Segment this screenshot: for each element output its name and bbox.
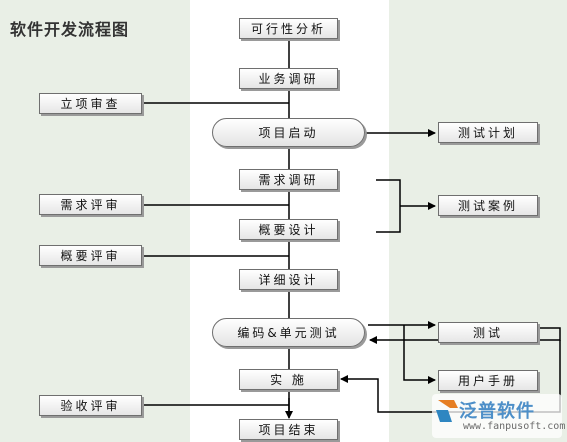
node-test-plan: 测试计划	[438, 122, 538, 143]
node-requirements-research: 需求调研	[239, 169, 338, 190]
node-project-end: 项目结束	[239, 419, 338, 440]
logo-url: www.fanpusoft.com	[463, 421, 566, 432]
diagram-title: 软件开发流程图	[10, 20, 130, 39]
node-implementation: 实 施	[239, 369, 338, 390]
node-coding-unit-test: 编码&单元测试	[212, 318, 365, 347]
logo-name: 泛普软件	[459, 401, 535, 422]
bracket-test-cases	[376, 179, 401, 233]
node-test: 测试	[438, 322, 538, 343]
node-acceptance-review: 验收评审	[39, 395, 142, 416]
arrow-to-user-manual	[403, 325, 436, 384]
node-project-start: 项目启动	[212, 118, 365, 147]
node-detailed-design: 详细设计	[239, 269, 338, 290]
node-outline-design: 概要设计	[239, 219, 338, 240]
arrow-to-implementation	[340, 340, 561, 413]
logo-icon	[432, 394, 562, 438]
node-requirements-review: 需求评审	[39, 194, 142, 215]
node-project-review: 立项审查	[39, 93, 142, 114]
node-user-manual: 用户手册	[438, 370, 538, 391]
node-feasibility-analysis: 可行性分析	[239, 18, 338, 39]
node-business-research: 业务调研	[239, 68, 338, 89]
node-outline-review: 概要评审	[39, 245, 142, 266]
node-test-cases: 测试案例	[438, 195, 538, 216]
